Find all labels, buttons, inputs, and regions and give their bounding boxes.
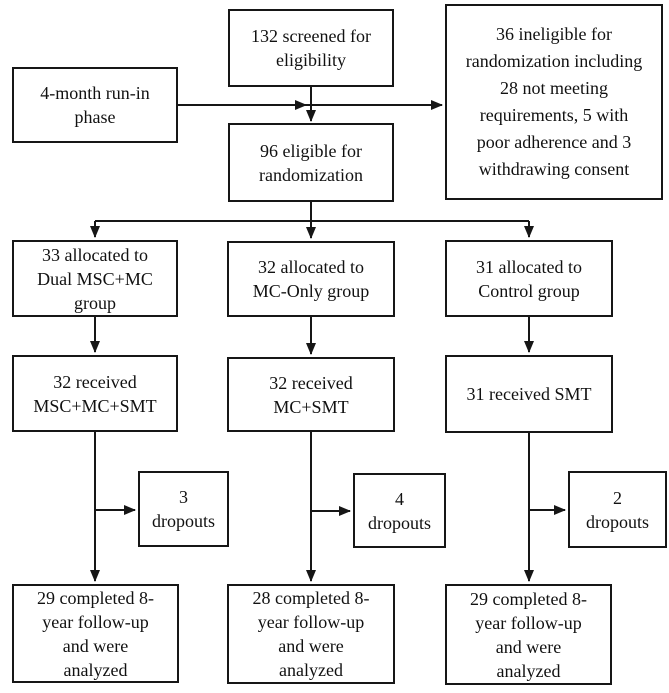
box-received-smt: 31 received SMT bbox=[445, 355, 613, 433]
received-control-text: 31 received SMT bbox=[466, 384, 592, 404]
box-ineligible-for-randomization: 36 ineligible for randomization includin… bbox=[445, 4, 663, 200]
box-completed-control-group: 29 completed 8- year follow-up and were … bbox=[445, 584, 612, 685]
box-allocated-dual-msc-mc-group: 33 allocated to Dual MSC+MC group bbox=[12, 240, 178, 317]
screened-text: 132 screened for eligibility bbox=[251, 26, 371, 70]
completed-control-text: 29 completed 8- year follow-up and were … bbox=[470, 588, 587, 681]
allocated-control-text: 31 allocated to Control group bbox=[476, 256, 582, 301]
completed-dual-text: 29 completed 8- year follow-up and were … bbox=[37, 587, 154, 680]
dropouts-dual-text: 3 dropouts bbox=[152, 487, 215, 531]
box-allocated-control-group: 31 allocated to Control group bbox=[445, 240, 613, 317]
allocated-dual-text: 33 allocated to Dual MSC+MC group bbox=[37, 244, 153, 313]
box-run-in-phase: 4-month run-in phase bbox=[12, 67, 178, 143]
box-allocated-mc-only-group: 32 allocated to MC-Only group bbox=[227, 241, 395, 317]
box-dropouts-dual-group: 3 dropouts bbox=[138, 471, 229, 547]
box-dropouts-mc-only-group: 4 dropouts bbox=[353, 473, 446, 548]
box-completed-dual-group: 29 completed 8- year follow-up and were … bbox=[12, 584, 179, 683]
box-eligible-for-randomization: 96 eligible for randomization bbox=[228, 123, 394, 202]
ineligible-text: 36 ineligible for randomization includin… bbox=[465, 24, 643, 179]
box-dropouts-control-group: 2 dropouts bbox=[568, 471, 667, 548]
box-completed-mc-only-group: 28 completed 8- year follow-up and were … bbox=[227, 584, 395, 684]
box-received-msc-mc-smt: 32 received MSC+MC+SMT bbox=[12, 355, 178, 432]
received-dual-text: 32 received MSC+MC+SMT bbox=[33, 371, 157, 416]
box-received-mc-smt: 32 received MC+SMT bbox=[227, 357, 395, 432]
received-mc-text: 32 received MC+SMT bbox=[269, 372, 353, 417]
completed-mc-text: 28 completed 8- year follow-up and were … bbox=[252, 588, 370, 680]
allocated-mc-text: 32 allocated to MC-Only group bbox=[252, 257, 370, 301]
run-in-phase-text: 4-month run-in phase bbox=[40, 83, 150, 127]
box-screened-for-eligibility: 132 screened for eligibility bbox=[228, 9, 394, 87]
dropouts-mc-text: 4 dropouts bbox=[368, 488, 431, 533]
dropouts-control-text: 2 dropouts bbox=[586, 487, 649, 532]
eligible-text: 96 eligible for randomization bbox=[259, 140, 363, 185]
